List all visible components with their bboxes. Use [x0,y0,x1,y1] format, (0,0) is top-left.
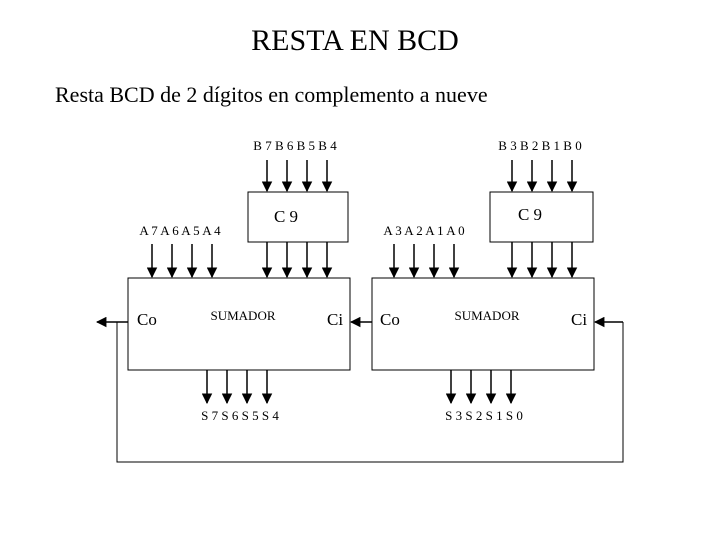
high-adder-block [127,277,351,371]
low-nines-complement-label: C 9 [518,205,542,224]
high-output-arrows [201,370,273,405]
low-output-labels: S 3 S 2 S 1 S 0 [445,408,523,423]
high-adder-label: SUMADOR [210,308,275,323]
low-adder-label: SUMADOR [454,308,519,323]
high-carry-out-label: Co [137,310,157,329]
high-a-input-labels: A 7 A 6 A 5 A 4 [139,223,221,238]
low-carry-in-label: Ci [571,310,587,329]
high-b-input-arrows [261,160,333,193]
low-nines-complement-block [489,191,594,243]
low-b-input-labels: B 3 B 2 B 1 B 0 [498,138,581,153]
end-around-carry-loop [116,322,624,463]
low-output-arrows [445,370,517,405]
high-a-input-arrows [146,244,218,279]
high-nines-complement-block [247,191,349,243]
high-complement-to-adder-arrows [261,242,333,279]
low-a-input-arrows [388,244,460,279]
low-adder-block [371,277,595,371]
slide-subtitle: Resta BCD de 2 dígitos en complemento a … [55,82,488,107]
low-b-input-arrows [506,160,578,193]
high-carry-in-label: Ci [327,310,343,329]
low-carry-out-label: Co [380,310,400,329]
low-complement-to-adder-arrows [506,242,578,279]
low-a-input-labels: A 3 A 2 A 1 A 0 [383,223,464,238]
high-nines-complement-label: C 9 [274,207,298,226]
slide-title: RESTA EN BCD [251,24,459,57]
high-output-labels: S 7 S 6 S 5 S 4 [201,408,279,423]
high-b-input-labels: B 7 B 6 B 5 B 4 [253,138,337,153]
